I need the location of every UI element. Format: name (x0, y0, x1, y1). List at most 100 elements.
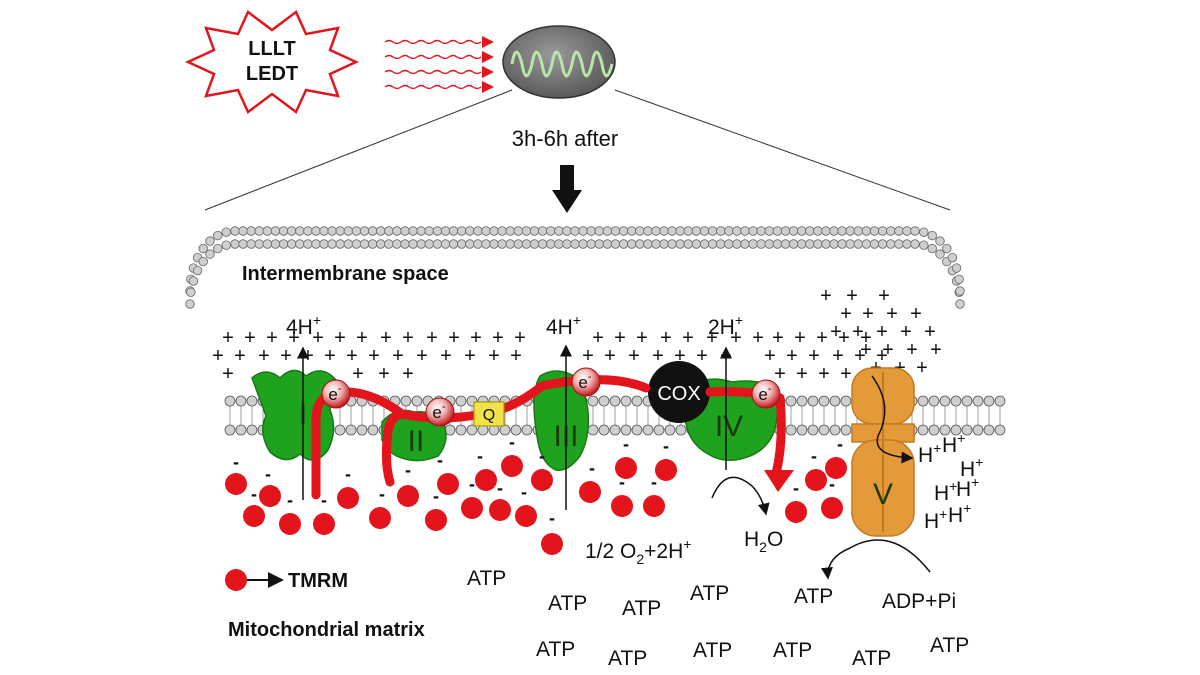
lipid-head (861, 226, 872, 236)
lipid-head (311, 226, 321, 236)
minus-sign: - (793, 478, 799, 498)
plus-sign: + (244, 327, 256, 349)
minus-sign: - (265, 464, 271, 484)
proton-flow-curve (871, 375, 914, 464)
minus-sign: - (623, 434, 629, 454)
oxygen-reaction-label: 1/2 O2+2H+ (585, 536, 691, 567)
intermembrane-space-label: Intermembrane space (242, 263, 449, 285)
lipid-head (278, 239, 289, 249)
lipid-head (376, 239, 386, 249)
tmrm-dot (397, 485, 419, 507)
complex-ii: II (381, 409, 447, 462)
lipid-head (546, 226, 556, 236)
lipid-head (230, 239, 240, 249)
tmrm-dot (825, 457, 847, 479)
lipid-head (570, 239, 580, 249)
lipid-head (942, 243, 952, 254)
plus-sign: + (356, 327, 368, 349)
lipid-head (424, 226, 434, 236)
lipid-head (359, 226, 370, 236)
lipid-head (631, 395, 643, 407)
lipid-head (270, 226, 281, 236)
lipid-head (384, 226, 394, 236)
lipid-head (651, 239, 661, 249)
lipid-head (416, 239, 426, 249)
oxygen-reduction-arrow (711, 476, 770, 516)
electron: e- (571, 367, 601, 397)
q-label: Q (483, 407, 495, 424)
minus-sign: - (405, 460, 411, 480)
plus-sign: + (772, 327, 784, 349)
plus-sign: + (886, 303, 898, 325)
lipid-head (877, 226, 888, 236)
lipid-head (845, 226, 855, 236)
lipid-head (205, 249, 215, 259)
lipid-head (481, 239, 491, 249)
proton-pump-iv: 2H+ (708, 312, 743, 470)
lipid-head (902, 226, 912, 236)
plus-sign: + (876, 321, 888, 343)
lipid-head (902, 239, 912, 249)
atp-label: ATP (608, 647, 647, 670)
lipid-head (230, 226, 240, 236)
lipid-head (626, 226, 637, 236)
lipid-head (224, 424, 236, 436)
lipid-head (947, 252, 958, 263)
lipid-head (837, 226, 847, 236)
minus-sign: - (619, 472, 625, 492)
lipid-head (254, 239, 264, 249)
plus-sign: + (860, 339, 872, 361)
svg-text:e-: e- (578, 371, 591, 392)
atp-label: ATP (930, 634, 969, 657)
lipid-head (853, 239, 864, 249)
plus-sign: + (312, 327, 324, 349)
lipid-head (919, 240, 929, 250)
plus-sign: + (876, 345, 888, 367)
lipid-head (764, 226, 774, 236)
plus-sign: + (840, 303, 852, 325)
electron: e- (321, 379, 351, 409)
lipid-head (513, 226, 524, 236)
plus-sign: + (840, 363, 852, 385)
proton-pump-iii-label: 4H+ (546, 312, 581, 339)
proton-plus-signs: ++++++++++++++++++++++++++++++++++++++++… (212, 285, 942, 385)
cox-label: COX (657, 383, 700, 405)
plus-sign: + (846, 285, 858, 307)
lipid-head (643, 239, 653, 249)
lipid-head (400, 226, 410, 236)
atp-label: ATP (622, 597, 661, 620)
lipid-head (224, 395, 236, 407)
lipid-head (586, 226, 596, 236)
lipid-head (367, 424, 379, 436)
plus-sign: + (464, 345, 476, 367)
tmrm-dot (461, 497, 483, 519)
ubiquinone-q: Q (473, 401, 505, 427)
lipid-head (319, 239, 329, 249)
lipid-head (667, 226, 677, 236)
lipid-head (635, 239, 645, 249)
lipid-head (481, 226, 491, 236)
h-plus-cluster: H+H+H+H+H+H+H+ (918, 430, 983, 533)
minus-sign: - (837, 434, 843, 454)
plus-sign: + (838, 327, 850, 349)
atp-label: ATP (467, 567, 506, 590)
lipid-head (877, 239, 888, 249)
minus-sign: - (549, 508, 555, 528)
lipid-head (955, 286, 965, 296)
lipid-head (813, 239, 823, 249)
lipid-head (188, 276, 199, 286)
lipid-head (424, 239, 434, 249)
plus-sign: + (222, 363, 234, 385)
minus-sign: - (811, 446, 817, 466)
tmrm-dot (785, 501, 807, 523)
minus-sign: - (379, 484, 385, 504)
lipid-head (440, 226, 451, 236)
outer-membrane (185, 226, 965, 309)
plus-sign: + (492, 327, 504, 349)
plus-sign: + (628, 345, 640, 367)
minus-sign: - (509, 432, 515, 452)
lipid-head (772, 226, 783, 236)
lipid-head (837, 239, 847, 249)
plus-sign: + (820, 285, 832, 307)
